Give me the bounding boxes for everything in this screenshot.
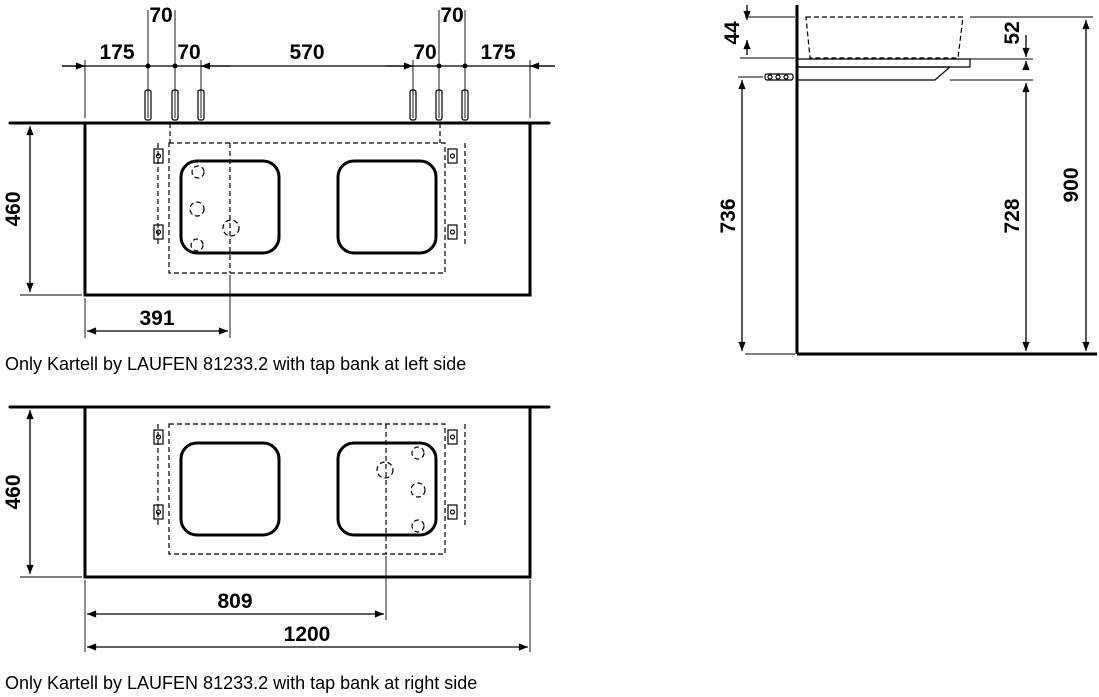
basin-left [179, 441, 281, 537]
dim-tap-height: 736 [717, 198, 740, 233]
dim-top-thickness: 52 [1001, 21, 1024, 44]
bottom-plan-view: 460 809 1200 Only Kartell by LAUFEN 8123… [2, 405, 551, 693]
dim-basin-height: 44 [721, 21, 744, 45]
basin-right [336, 441, 438, 537]
bracket-icon [153, 429, 458, 520]
dim-left-edge: 175 [99, 41, 134, 64]
tap-hole-icon [189, 165, 240, 252]
dim-total-width: 1200 [284, 623, 331, 646]
vanity-body [83, 121, 532, 297]
dim-right-edge: 175 [480, 41, 515, 64]
tap-icon [764, 73, 794, 81]
dim-underside-height: 728 [1001, 198, 1024, 233]
tap-hole-icon [376, 446, 426, 533]
dim-left-gap: 70 [177, 41, 200, 64]
side-elevation-view: 44 52 736 728 900 [717, 5, 1097, 356]
basin-profile [805, 16, 964, 59]
basin-right [336, 159, 438, 255]
dim-tap-spacing-left: 70 [149, 4, 172, 27]
dim-center: 570 [289, 41, 324, 64]
dim-depth-bottom: 460 [2, 474, 25, 509]
drawer-outline [168, 423, 446, 555]
caption-left-tap-bank: Only Kartell by LAUFEN 81233.2 with tap … [5, 354, 466, 374]
countertop-profile [797, 58, 971, 68]
dim-tap-offset-right: 809 [217, 590, 252, 613]
dim-depth-top: 460 [2, 191, 25, 226]
vanity-body [83, 405, 532, 579]
dim-tap-offset-left: 391 [139, 307, 174, 330]
dim-right-gap: 70 [413, 41, 436, 64]
top-plan-view: 70 70 175 70 570 70 175 460 391 Only Kar… [2, 4, 555, 374]
caption-right-tap-bank: Only Kartell by LAUFEN 81233.2 with tap … [5, 673, 477, 693]
drawer-outline [168, 142, 446, 274]
valve-fitting-icon [144, 89, 469, 121]
dim-total-height: 900 [1060, 167, 1083, 202]
bracket-icon [153, 148, 458, 240]
dim-tap-spacing-right: 70 [440, 4, 463, 27]
